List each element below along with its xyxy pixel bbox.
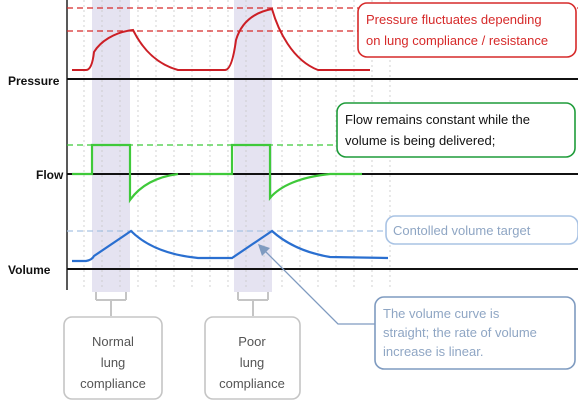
- pressure-callout-line-2: on lung compliance / resistance: [366, 33, 548, 48]
- pressure-callout-line-1: Pressure fluctuates depending: [366, 12, 542, 27]
- poor-label-line-1: Poor: [238, 334, 266, 349]
- normal-label-connector: [95, 292, 127, 316]
- volume-waveform: [72, 229, 389, 263]
- poor-label-line-2: lung: [240, 355, 265, 370]
- poor-compliance-label-box: [204, 316, 301, 400]
- volume-curve-pointer-arrowhead: [258, 244, 270, 256]
- volume-target-callout-box: [385, 215, 578, 245]
- volume-target-callout-text: Contolled volume target: [393, 223, 531, 238]
- poor-label-line-3: compliance: [219, 376, 285, 391]
- normal-compliance-label-box: [63, 316, 163, 400]
- pressure-waveform: [72, 7, 370, 71]
- pressure-callout-box: [357, 2, 577, 58]
- volume-axis-label: Volume: [8, 263, 51, 277]
- poor-label-connector: [237, 292, 269, 316]
- normal-label-line-2: lung: [101, 355, 126, 370]
- flow-callout-line-2: volume is being delivered;: [345, 133, 495, 148]
- normal-label-line-3: compliance: [80, 376, 146, 391]
- flow-callout-line-1: Flow remains constant while the: [345, 112, 530, 127]
- volume-curve-callout-line-1: The volume curve is: [383, 306, 500, 321]
- volume-curve-callout-line-2: straight; the rate of volume: [383, 325, 537, 340]
- pressure-axis-label: Pressure: [8, 74, 60, 88]
- flow-callout-box: [336, 102, 576, 158]
- flow-waveform: [72, 143, 362, 204]
- volume-curve-pointer: [263, 249, 375, 325]
- volume-curve-callout-box: [374, 296, 576, 370]
- normal-label-line-1: Normal: [92, 334, 134, 349]
- flow-axis-label: Flow: [36, 168, 64, 182]
- volume-curve-callout-line-3: increase is linear.: [383, 344, 483, 359]
